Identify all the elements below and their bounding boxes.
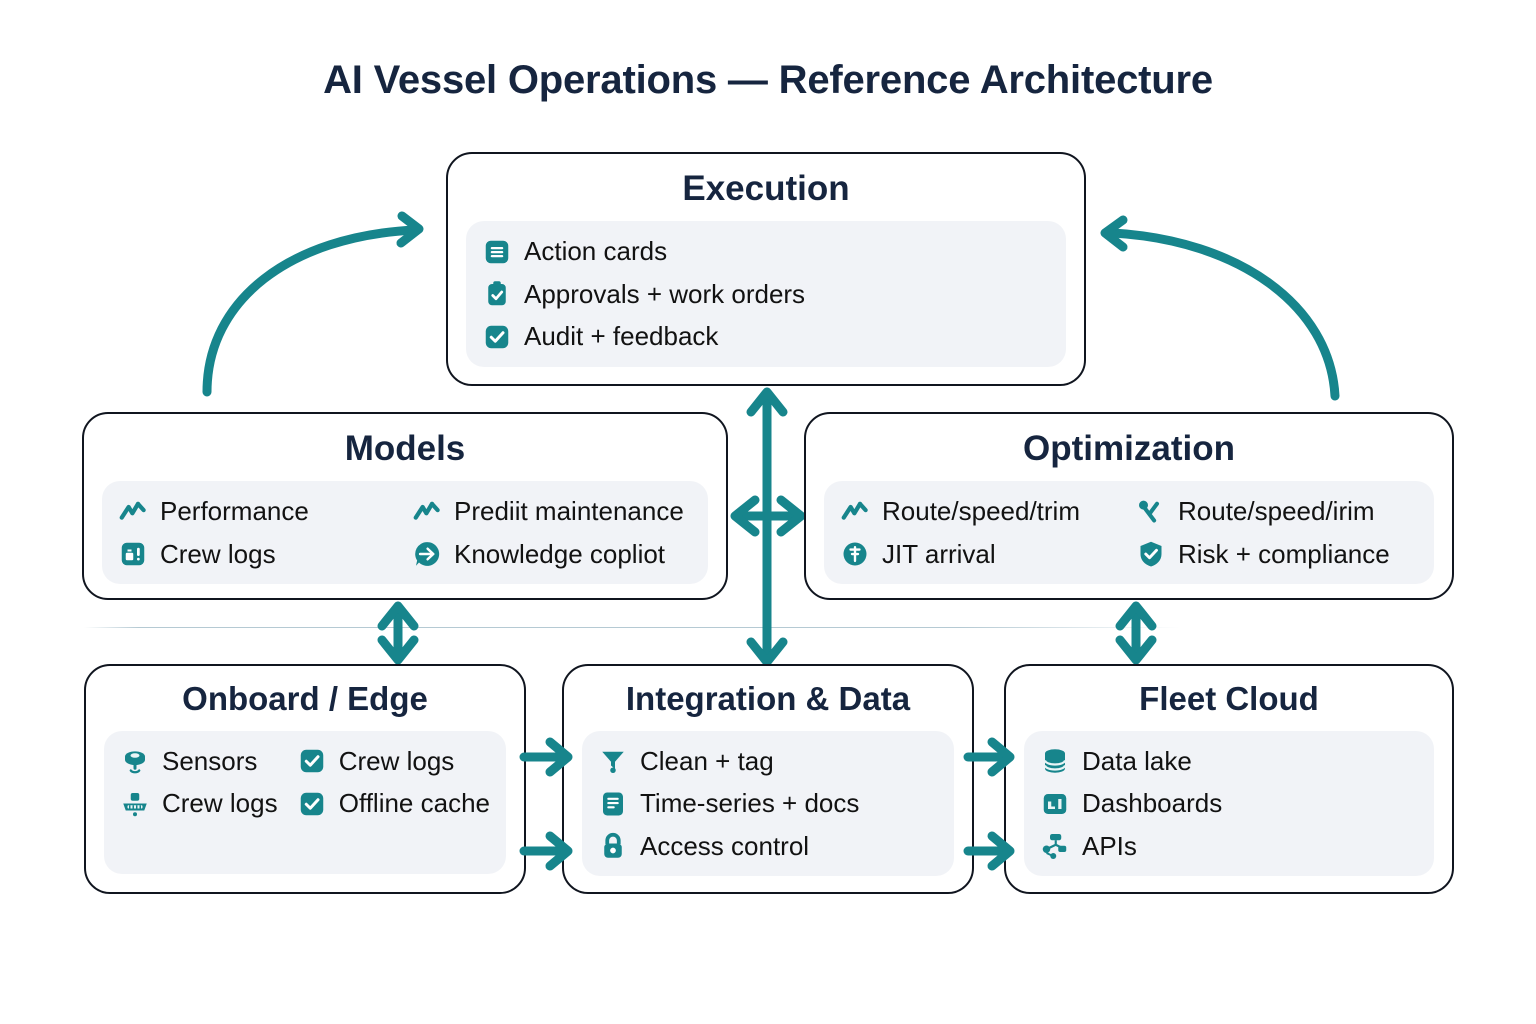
box-optimization[interactable]: Optimization Route/speed/trim Route/spee… — [804, 412, 1454, 600]
list-item-label: Data lake — [1082, 745, 1192, 776]
box-integration-data[interactable]: Integration & Data Clean + tag Time-seri… — [562, 664, 974, 894]
list-item-label: Performance — [160, 496, 309, 527]
list-item-label: Audit + feedback — [524, 321, 719, 352]
edge-device-icon — [120, 789, 150, 819]
box-fleet-cloud-panel: Data lake Dashboards APIs — [1024, 730, 1434, 877]
list-item[interactable]: Dashboards — [1040, 787, 1418, 820]
box-onboard-edge[interactable]: Onboard / Edge Sensors Crew logs Crew lo… — [84, 664, 526, 894]
list-item-label: Time-series + docs — [640, 788, 860, 819]
list-item[interactable]: Crew logs — [297, 745, 490, 778]
sensor-icon — [120, 746, 150, 776]
list-item-label: Prediit maintenance — [454, 496, 684, 527]
trend-line-icon — [412, 497, 442, 527]
box-optimization-panel: Route/speed/trim Route/speed/irim JIT ar… — [824, 481, 1434, 585]
log-book-icon — [118, 539, 148, 569]
list-item[interactable]: Offline cache — [297, 787, 490, 820]
list-item[interactable]: Access control — [598, 830, 938, 863]
list-item[interactable]: APIs — [1040, 830, 1418, 863]
list-card-icon — [482, 237, 512, 267]
box-models-panel: Performance Prediit maintenance Crew log… — [102, 481, 708, 585]
list-item[interactable]: Action cards — [482, 235, 1050, 268]
box-onboard-edge-panel: Sensors Crew logs Crew logs Offline cach… — [104, 730, 506, 874]
box-execution-panel: Action cards Approvals + work orders Aud… — [466, 221, 1066, 367]
list-item[interactable]: Sensors — [120, 745, 283, 778]
lock-icon — [598, 831, 628, 861]
trend-line-icon — [118, 497, 148, 527]
list-item-label: Access control — [640, 830, 810, 861]
list-item[interactable]: Route/speed/trim — [840, 495, 1122, 528]
list-item-label: Route/speed/trim — [882, 496, 1080, 527]
list-item[interactable]: Clean + tag — [598, 745, 938, 778]
list-item[interactable]: Approvals + work orders — [482, 278, 1050, 311]
list-item-label: Offline cache — [338, 788, 490, 819]
shield-check-icon — [1136, 539, 1166, 569]
list-item[interactable]: Knowledge copliot — [412, 538, 692, 571]
execution-integration-vertical — [746, 387, 788, 667]
box-fleet-cloud-title: Fleet Cloud — [1139, 680, 1319, 717]
dashboard-icon — [1040, 789, 1070, 819]
route-branch-icon — [1136, 497, 1166, 527]
checkbox-check-icon — [297, 789, 327, 819]
box-execution[interactable]: Execution Action cards Approvals + work … — [446, 152, 1086, 386]
box-integration-data-panel: Clean + tag Time-series + docs Access co… — [582, 730, 954, 877]
tier-divider-line — [84, 627, 1454, 628]
optimization-fleet-vertical — [1115, 601, 1157, 665]
list-item-label: Route/speed/irim — [1178, 496, 1375, 527]
box-onboard-edge-title: Onboard / Edge — [182, 680, 428, 717]
box-integration-data-title: Integration & Data — [625, 680, 911, 717]
box-execution-title: Execution — [682, 169, 850, 208]
box-optimization-title: Optimization — [1023, 429, 1235, 468]
page-title: AI Vessel Operations — Reference Archite… — [323, 58, 1213, 102]
list-item-label: Knowledge copliot — [454, 538, 666, 569]
list-item-label: Risk + compliance — [1178, 538, 1390, 569]
execution-to-optimization-curve — [1100, 215, 1340, 401]
document-lines-icon — [598, 789, 628, 819]
list-item-label: Crew logs — [160, 538, 276, 569]
list-item[interactable]: Crew logs — [120, 787, 283, 820]
list-item-label: Dashboards — [1082, 788, 1223, 819]
checkbox-check-icon — [297, 746, 327, 776]
list-item[interactable]: JIT arrival — [840, 538, 1122, 571]
list-item-label: Approvals + work orders — [524, 278, 806, 309]
list-item-label: JIT arrival — [882, 538, 996, 569]
clipboard-check-icon — [482, 279, 512, 309]
models-to-execution-curve — [202, 211, 424, 397]
list-item[interactable]: Time-series + docs — [598, 787, 938, 820]
list-item[interactable]: Risk + compliance — [1136, 538, 1418, 571]
list-item[interactable]: Audit + feedback — [482, 320, 1050, 353]
api-nodes-icon — [1040, 831, 1070, 861]
list-item[interactable]: Data lake — [1040, 745, 1418, 778]
knowledge-chat-icon — [412, 539, 442, 569]
models-optimization-horizontal — [730, 495, 806, 537]
list-item-label: Clean + tag — [640, 745, 774, 776]
list-item-label: Action cards — [524, 236, 668, 267]
list-item[interactable]: Prediit maintenance — [412, 495, 692, 528]
list-item[interactable]: Route/speed/irim — [1136, 495, 1418, 528]
list-item[interactable]: Performance — [118, 495, 398, 528]
box-models[interactable]: Models Performance Prediit maintenance C… — [82, 412, 728, 600]
models-onboard-vertical — [377, 601, 419, 665]
box-fleet-cloud[interactable]: Fleet Cloud Data lake Dashboards APIs — [1004, 664, 1454, 894]
trend-line-icon — [840, 497, 870, 527]
list-item[interactable]: Crew logs — [118, 538, 398, 571]
funnel-icon — [598, 746, 628, 776]
checkbox-check-icon — [482, 322, 512, 352]
clock-jit-icon — [840, 539, 870, 569]
list-item-label: Crew logs — [338, 745, 455, 776]
box-models-title: Models — [344, 429, 466, 468]
list-item-label: APIs — [1082, 830, 1137, 861]
list-item-label: Crew logs — [162, 788, 278, 819]
database-icon — [1040, 746, 1070, 776]
list-item-label: Sensors — [162, 745, 258, 776]
